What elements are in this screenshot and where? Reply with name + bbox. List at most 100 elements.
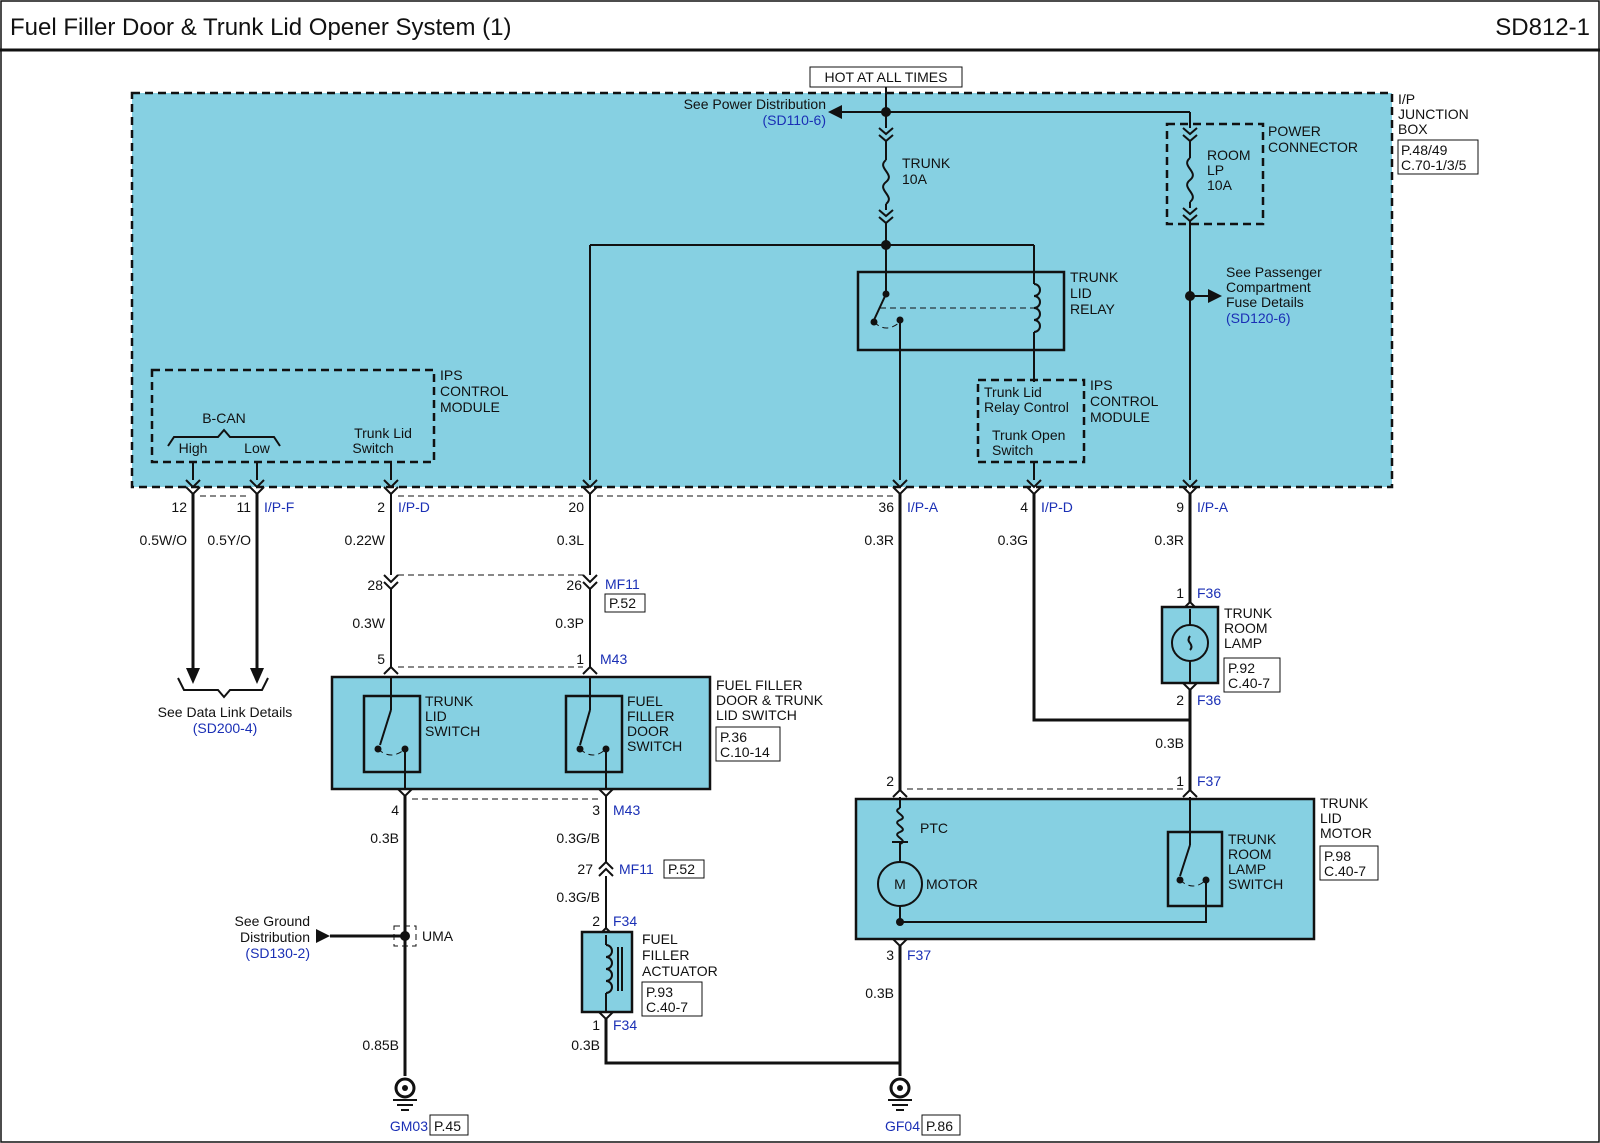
pin1m-label: 1	[576, 651, 584, 667]
passenger-label-1: See Passenger	[1226, 264, 1322, 280]
power-dist-label: See Power Distribution	[684, 96, 826, 112]
pin5-label: 5	[377, 651, 385, 667]
wire-03gb-b-label: 0.3G/B	[556, 889, 600, 905]
pin26-label: 26	[566, 577, 582, 593]
room-fuse: ROOM LP 10A POWER CONNECTOR See Passenge…	[1165, 112, 1358, 480]
junction-box-name-3: BOX	[1398, 121, 1428, 137]
trunk-switch-name-3: SWITCH	[425, 723, 480, 739]
ips-left-box	[150, 368, 436, 464]
lamp-switch-ground	[900, 880, 1207, 923]
room-lamp-name-3: LAMP	[1224, 635, 1262, 651]
wire-03b-d-label: 0.3B	[865, 985, 894, 1001]
passenger-label-2: Compartment	[1226, 279, 1311, 295]
wire-03g-label: 0.3G	[998, 532, 1028, 548]
fuel-filler-actuator: 2 F34 1 F34 FUEL FILLER ACTUATOR P.93 C.…	[571, 913, 900, 1065]
fuse-element-icon	[882, 159, 890, 205]
ground-dist-ref: (SD130-2)	[245, 945, 310, 961]
passenger-label-3: Fuse Details	[1226, 294, 1304, 310]
m43a-label: M43	[600, 651, 627, 667]
gf04-ref-box	[921, 1114, 961, 1136]
room-fuse-element-icon	[1186, 157, 1194, 203]
f34a-label: F34	[613, 913, 637, 929]
ground-dist-arrow	[316, 929, 330, 943]
relay-name-3: RELAY	[1070, 301, 1116, 317]
ipd1-label: I/P-D	[398, 499, 430, 515]
fuel-switch-link	[579, 748, 607, 756]
wire-03r-a-label: 0.3R	[864, 532, 894, 548]
hot-label: HOT AT ALL TIMES	[825, 69, 948, 85]
motor-label: MOTOR	[926, 876, 978, 892]
ips-right-relay-ctrl-2: Relay Control	[984, 399, 1069, 415]
ips-right-name-3: MODULE	[1090, 409, 1150, 425]
wire-05wo-label: 0.5W/O	[140, 532, 188, 548]
ips-left-switch-label-1: Trunk Lid	[354, 425, 412, 441]
ground-gm03: GM03 P.45	[390, 1077, 469, 1136]
gf04-ground-center	[897, 1085, 903, 1091]
room-lamp-filament-icon	[1187, 635, 1193, 651]
mf11a-ref-box	[604, 593, 646, 613]
pin1t-label: 1	[1176, 585, 1184, 601]
pin2f-label: 2	[592, 913, 600, 929]
passenger-arrow	[1208, 289, 1222, 303]
switch-feed-wires: 0.22W 0.3L 28 26 MF11 P.52 0.3W 0.3P 5 1…	[345, 494, 646, 675]
trunk-lid-motor: 2 1 F37 PTC M MOTOR TRUNK ROOM LAMP SWIT…	[854, 773, 1379, 1076]
relay-coil-icon	[1033, 283, 1041, 333]
lamp-switch-name-3: LAMP	[1228, 861, 1266, 877]
power-source: HOT AT ALL TIMES See Power Distribution …	[684, 66, 1190, 128]
ips-left-name-3: MODULE	[440, 399, 500, 415]
actuator-coil-icon	[605, 944, 613, 994]
switch-assembly-ref-2: C.10-14	[720, 744, 770, 760]
switch-assembly: TRUNK LID SWITCH FUEL FILLER DOOR SWITCH…	[330, 675, 824, 791]
switch-assembly-name-2: DOOR & TRUNK	[716, 692, 824, 708]
lamp-switch-box	[1166, 830, 1224, 908]
relay-contact-arm	[873, 293, 887, 321]
ip-junction-box: I/P JUNCTION BOX P.48/49 C.70-1/3/5	[130, 91, 1479, 489]
room-fuse-name-2: LP	[1207, 162, 1224, 178]
uma-splice-box	[393, 925, 417, 947]
motor-ref-1: P.98	[1324, 848, 1351, 864]
junction-box-ref-1: P.48/49	[1401, 142, 1448, 158]
pin1f-label: 1	[592, 1017, 600, 1033]
junction-box-fill	[132, 93, 1392, 487]
wire-05yo-label: 0.5Y/O	[207, 532, 251, 548]
wire-085b-label: 0.85B	[362, 1037, 399, 1053]
ptc-label: PTC	[920, 820, 948, 836]
f36a-label: F36	[1197, 585, 1221, 601]
bcan-wires: 0.5W/O 0.5Y/O See Data Link Details (SD2…	[140, 494, 292, 736]
page-id: SD812-1	[1495, 14, 1590, 41]
gm03-ref: P.45	[434, 1118, 461, 1134]
passenger-ref: (SD120-6)	[1226, 310, 1291, 326]
lamp-switch-link	[1179, 879, 1207, 887]
pin27-label: 27	[577, 861, 593, 877]
motor-name-3: MOTOR	[1320, 825, 1372, 841]
room-lamp-ref-1: P.92	[1228, 660, 1255, 676]
lamp-switch-contact-right	[1202, 876, 1210, 884]
wire-03w-label: 0.3W	[352, 615, 385, 631]
gf04-label: GF04	[885, 1118, 920, 1134]
ipa2-label: I/P-A	[1197, 499, 1229, 515]
actuator-name-2: FILLER	[642, 947, 689, 963]
ips-right-open-sw-1: Trunk Open	[992, 427, 1065, 443]
room-fuse-name-1: ROOM	[1207, 147, 1251, 163]
actuator-name-3: ACTUATOR	[642, 963, 718, 979]
gm03-ref-box	[429, 1114, 469, 1136]
lamp-switch-name-1: TRUNK	[1228, 831, 1277, 847]
motor-ref-box	[1319, 845, 1379, 881]
motor-ref-2: C.40-7	[1324, 863, 1366, 879]
pin5-connector	[383, 665, 399, 675]
f37a-label: F37	[1197, 773, 1221, 789]
fuel-switch-name-3: DOOR	[627, 723, 669, 739]
pin2-label: 2	[377, 499, 385, 515]
bcan-low-arrow	[250, 668, 264, 684]
uma-label: UMA	[422, 928, 454, 944]
mf11b-label: MF11	[619, 861, 654, 877]
relay-name-1: TRUNK	[1070, 269, 1119, 285]
ips-left-switch-label-2: Switch	[352, 440, 393, 456]
mf11a-ref: P.52	[609, 595, 636, 611]
power-dist-ref: (SD110-6)	[762, 112, 826, 128]
room-lamp-name-1: TRUNK	[1224, 605, 1273, 621]
ips-module-left: IPS CONTROL MODULE B-CAN High Low Trunk …	[150, 367, 509, 464]
bcan-brace-icon	[167, 428, 281, 447]
